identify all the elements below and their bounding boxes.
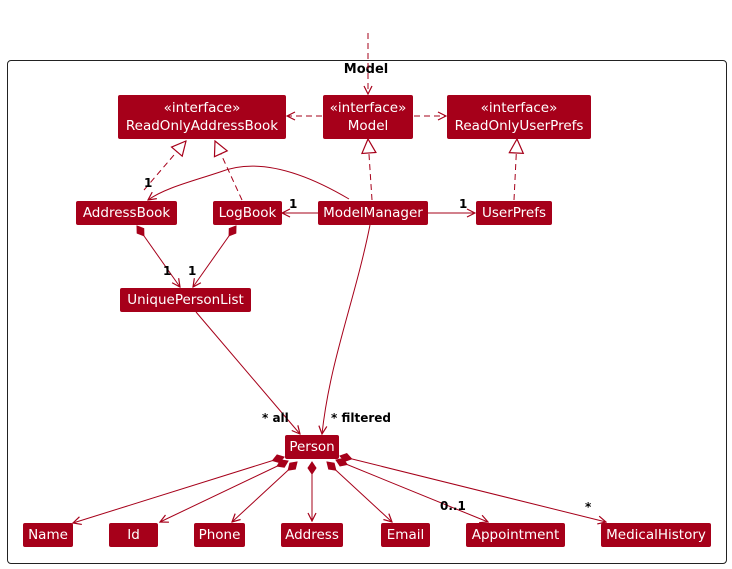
stereotype-label: «interface»: [163, 100, 241, 116]
uniquepersonlist-to-person-edge: [195, 311, 300, 434]
appointment-node[interactable]: Appointment: [466, 523, 565, 547]
model-package-frame: [7, 60, 727, 564]
logbook-node[interactable]: LogBook: [213, 201, 282, 225]
modelmanager-to-addressbook-edge: [148, 165, 350, 200]
modelmanager-node[interactable]: ModelManager: [318, 201, 428, 225]
addressbook-node[interactable]: AddressBook: [76, 201, 177, 225]
medicalhistory-node[interactable]: MedicalHistory: [601, 523, 711, 547]
multiplicity-label: * all: [262, 411, 289, 425]
email-node[interactable]: Email: [381, 523, 430, 547]
model-interface-node[interactable]: «interface» Model: [323, 95, 413, 139]
person-to-id-edge: [160, 461, 288, 522]
stereotype-label: «interface»: [480, 100, 558, 116]
multiplicity-label: 1: [163, 264, 172, 278]
name-node[interactable]: Name: [23, 523, 73, 547]
id-node[interactable]: Id: [109, 523, 158, 547]
multiplicity-label: 1: [188, 264, 197, 278]
person-to-phone-edge: [232, 462, 297, 522]
node-label: ReadOnlyAddressBook: [125, 118, 279, 134]
addressbook-realizes-readonlyaddressbook-edge: [143, 141, 186, 191]
userprefs-realizes-readonlyuserprefs-edge: [514, 139, 517, 201]
userprefs-node[interactable]: UserPrefs: [476, 201, 552, 225]
uniquepersonlist-node[interactable]: UniquePersonList: [120, 288, 251, 312]
multiplicity-label: 1: [144, 176, 153, 190]
package-title: Model: [343, 62, 389, 77]
modelmanager-to-person-edge: [322, 224, 371, 434]
node-label: ReadOnlyUserPrefs: [454, 118, 584, 134]
person-to-medicalhistory-edge: [340, 456, 606, 522]
multiplicity-label: 1: [459, 197, 468, 211]
node-label: Model: [347, 118, 389, 134]
stereotype-label: «interface»: [329, 100, 407, 116]
address-node[interactable]: Address: [281, 523, 343, 547]
multiplicity-label: 0..1: [440, 499, 466, 513]
person-to-email-edge: [327, 462, 392, 522]
phone-node[interactable]: Phone: [194, 523, 245, 547]
logbook-realizes-readonlyaddressbook-edge: [215, 141, 243, 201]
person-node[interactable]: Person: [285, 435, 339, 459]
multiplicity-label: *: [585, 500, 592, 514]
readonlyuserprefs-interface-node[interactable]: «interface» ReadOnlyUserPrefs: [447, 95, 591, 139]
multiplicity-label: 1: [289, 197, 298, 211]
multiplicity-label: * filtered: [331, 411, 391, 425]
logbook-to-uniquepersonlist-edge: [193, 226, 236, 287]
addressbook-to-uniquepersonlist-edge: [137, 226, 180, 287]
readonlyaddressbook-interface-node[interactable]: «interface» ReadOnlyAddressBook: [118, 95, 286, 139]
modelmanager-realizes-model-edge: [368, 139, 372, 201]
